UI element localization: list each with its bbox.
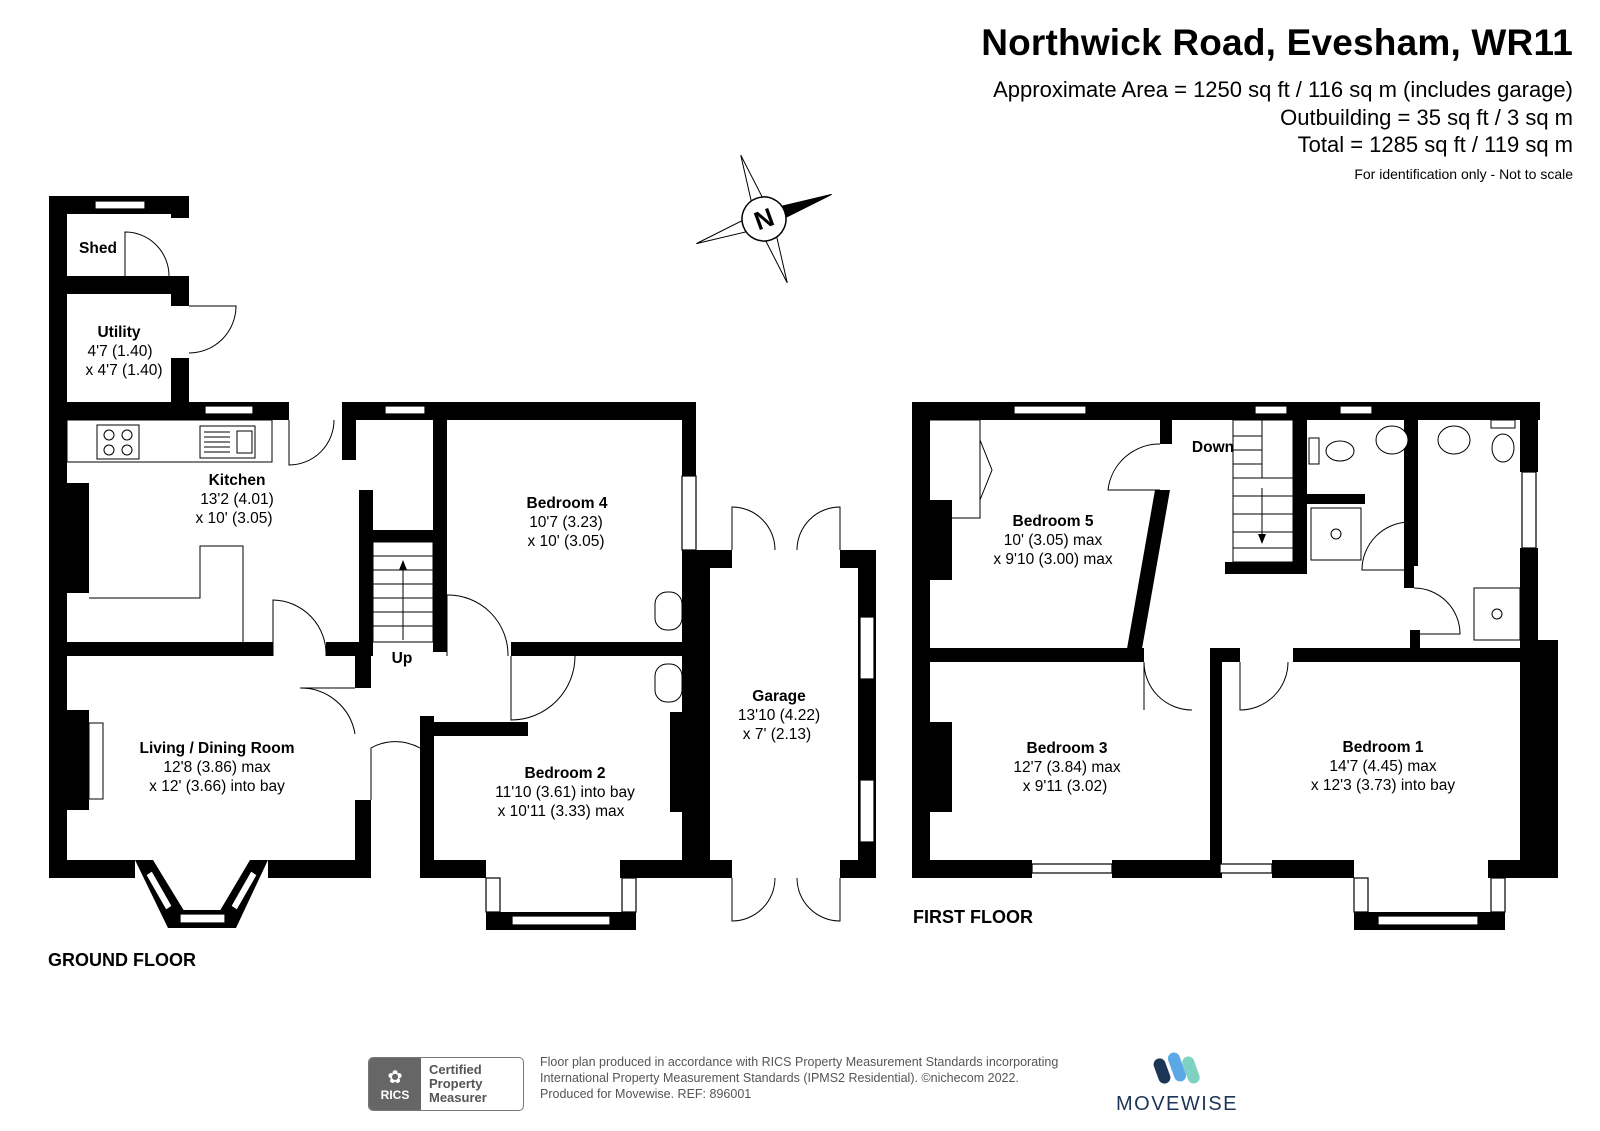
first-floor-walls <box>912 402 1558 930</box>
first-floor-label: FIRST FLOOR <box>913 907 1033 927</box>
rics-line: Measurer <box>429 1090 487 1105</box>
room-shed: Shed <box>79 240 117 257</box>
room-dimension: x 12'3 (3.73) into bay <box>1311 777 1456 794</box>
footer-credits: Floor plan produced in accordance with R… <box>540 1054 1058 1102</box>
room-name: Garage <box>752 688 806 705</box>
room-name: Bedroom 5 <box>1013 513 1094 530</box>
compass-icon: N <box>696 154 832 284</box>
room-name: Bedroom 4 <box>527 495 608 512</box>
page-title: Northwick Road, Evesham, WR11 <box>981 22 1573 63</box>
room-dimension: x 10'11 (3.33) max <box>498 803 625 820</box>
area-line: Approximate Area = 1250 sq ft / 116 sq m… <box>993 77 1573 102</box>
room-name: Kitchen <box>209 472 266 489</box>
footer-line: Produced for Movewise. REF: 896001 <box>540 1087 752 1101</box>
outbuilding-line: Outbuilding = 35 sq ft / 3 sq m <box>1280 105 1573 130</box>
rics-mark: RICS <box>380 1087 410 1102</box>
ground-floor-doors <box>124 231 841 922</box>
room-dimension: x 12' (3.66) into bay <box>149 778 285 795</box>
room-garage: Garage 13'10 (4.22) x 7' (2.13) <box>738 688 820 743</box>
room-name: Utility <box>97 324 140 341</box>
room-bedroom-4: Bedroom 4 10'7 (3.23) x 10' (3.05) <box>527 495 608 550</box>
rics-badge: ✿ RICS Certified Property Measurer <box>368 1057 524 1111</box>
room-dimension: 11'10 (3.61) into bay <box>495 784 635 801</box>
room-dimension: 10' (3.05) max <box>1004 532 1103 549</box>
room-dimension: x 7' (2.13) <box>743 726 811 743</box>
stairs-up-label: Up <box>392 650 413 667</box>
footer-line: International Property Measurement Stand… <box>540 1071 1019 1085</box>
room-dimension: 12'8 (3.86) max <box>163 759 270 776</box>
room-dimension: x 10' (3.05) <box>527 533 604 550</box>
room-bedroom-1: Bedroom 1 14'7 (4.45) max x 12'3 (3.73) … <box>1311 739 1456 794</box>
rics-line: Certified <box>429 1062 482 1077</box>
room-name: Shed <box>79 240 117 257</box>
movewise-wordmark: MOVEWISE <box>1115 1093 1238 1115</box>
room-name: Bedroom 2 <box>525 765 606 782</box>
rics-line: Property <box>429 1076 483 1091</box>
footer-line: Floor plan produced in accordance with R… <box>540 1055 1059 1069</box>
room-dimension: 12'7 (3.84) max <box>1013 759 1120 776</box>
room-dimension: x 4'7 (1.40) <box>85 362 162 379</box>
movewise-logo: MOVEWISE <box>1113 1050 1241 1116</box>
room-dimension: x 9'10 (3.00) max <box>993 551 1113 568</box>
stairs-down-label: Down <box>1192 439 1234 456</box>
room-name: Bedroom 3 <box>1027 740 1108 757</box>
room-name: Living / Dining Room <box>140 740 295 757</box>
ground-floor-walls <box>49 196 876 930</box>
room-dimension: 4'7 (1.40) <box>88 343 153 360</box>
rics-logo-icon: ✿ RICS <box>369 1058 421 1110</box>
first-floor-doors <box>1107 443 1461 711</box>
total-line: Total = 1285 sq ft / 119 sq m <box>1297 132 1573 157</box>
ground-floor-label: GROUND FLOOR <box>48 950 196 970</box>
room-dimension: 13'10 (4.22) <box>738 707 820 724</box>
room-bedroom-2: Bedroom 2 11'10 (3.61) into bay x 10'11 … <box>495 765 635 820</box>
room-kitchen: Kitchen 13'2 (4.01) x 10' (3.05) <box>195 472 273 527</box>
room-bedroom-5: Bedroom 5 10' (3.05) max x 9'10 (3.00) m… <box>993 513 1113 568</box>
movewise-mark-icon <box>1153 1052 1200 1084</box>
room-living-dining: Living / Dining Room 12'8 (3.86) max x 1… <box>140 740 295 795</box>
room-name: Bedroom 1 <box>1343 739 1424 756</box>
scale-note: For identification only - Not to scale <box>1354 166 1573 182</box>
room-dimension: 10'7 (3.23) <box>529 514 603 531</box>
room-bedroom-3: Bedroom 3 12'7 (3.84) max x 9'11 (3.02) <box>1013 740 1120 795</box>
room-dimension: x 9'11 (3.02) <box>1023 778 1108 795</box>
room-dimension: 13'2 (4.01) <box>200 491 274 508</box>
room-utility: Utility 4'7 (1.40) x 4'7 (1.40) <box>85 324 162 379</box>
room-dimension: 14'7 (4.45) max <box>1329 758 1436 775</box>
room-dimension: x 10' (3.05) <box>195 510 272 527</box>
